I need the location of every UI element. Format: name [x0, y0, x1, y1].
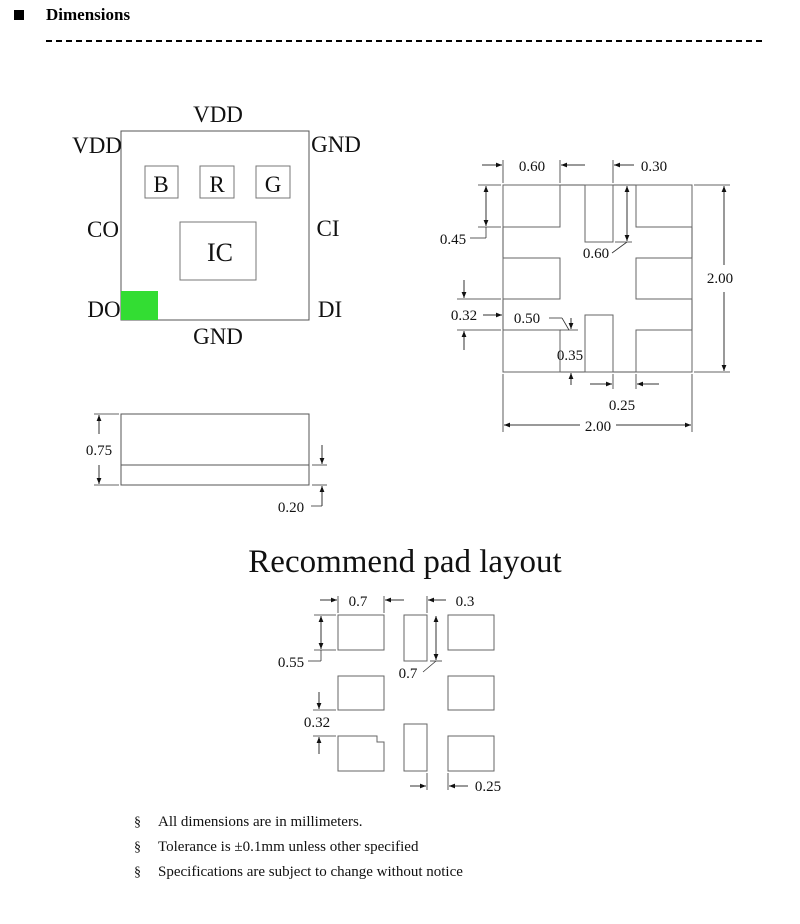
chip-b-box: [144, 165, 179, 199]
pin-gnd-right: GND: [311, 132, 361, 157]
pin-vdd-left: VDD: [72, 133, 122, 158]
pad-3: [447, 614, 495, 651]
bottom-pad-8: [635, 329, 693, 373]
pad-4: [337, 675, 385, 711]
pad-layout: Recommend pad layout 0.7 0.3 0.55 0.7: [248, 544, 561, 795]
chip-r-label: R: [209, 172, 225, 197]
pad-8: [447, 735, 495, 772]
chip-b-label: B: [153, 172, 168, 197]
pad-5: [447, 675, 495, 711]
section-title: Dimensions: [46, 5, 131, 24]
bottom-pad-7: [584, 314, 614, 373]
pad-6-notched: [337, 735, 385, 772]
pad-dim-height-032: 0.32: [304, 715, 330, 731]
dim-width-060: 0.60: [519, 159, 545, 175]
package-outline: [120, 130, 310, 321]
pad-dim-width-03: 0.3: [456, 594, 475, 610]
pin1-marker: [121, 291, 158, 320]
dashed-divider: [46, 40, 762, 42]
pad-dim-height-055: 0.55: [278, 655, 304, 671]
dim-height-060: 0.60: [583, 246, 609, 262]
section-header: Dimensions: [14, 5, 130, 25]
notes-list: § All dimensions are in millimeters. § T…: [134, 810, 463, 885]
dim-height-020: 0.20: [278, 500, 304, 516]
pad-layout-title: Recommend pad layout: [248, 544, 561, 580]
pin-vdd-top: VDD: [193, 102, 243, 127]
bottom-pad-3: [635, 184, 693, 228]
chip-g-label: G: [265, 172, 282, 197]
pin-di: DI: [318, 297, 342, 322]
chip-ic-box: [179, 221, 257, 281]
dim-width-050: 0.50: [514, 311, 540, 327]
dim-width-030: 0.30: [641, 159, 667, 175]
note-item: § Tolerance is ±0.1mm unless other speci…: [134, 835, 463, 860]
note-text: Specifications are subject to change wit…: [158, 864, 463, 880]
chip-g-box: [255, 165, 291, 199]
chip-r-box: [199, 165, 235, 199]
dim-height-200: 2.00: [707, 271, 733, 287]
side-view: 0.75 0.20: [86, 413, 327, 516]
note-item: § Specifications are subject to change w…: [134, 860, 463, 885]
side-outline: [120, 413, 310, 486]
pad-1: [337, 614, 385, 651]
pin-do: DO: [87, 297, 120, 322]
dim-height-035: 0.35: [557, 348, 583, 364]
bottom-pad-6: [502, 329, 561, 373]
bottom-view: 0.60 0.30 0.45 0.60 2.00 0.32 0.50: [440, 159, 733, 435]
note-text: All dimensions are in millimeters.: [158, 814, 363, 830]
pad-7: [403, 723, 428, 772]
bottom-pad-1: [502, 184, 561, 228]
section-sign-icon: §: [134, 839, 141, 855]
pin-co: CO: [87, 217, 119, 242]
dim-height-075: 0.75: [86, 443, 112, 459]
note-text: Tolerance is ±0.1mm unless other specifi…: [158, 839, 419, 855]
bottom-pad-4: [502, 257, 561, 300]
note-item: § All dimensions are in millimeters.: [134, 810, 463, 835]
bottom-outline: [502, 184, 693, 373]
dim-width-025: 0.25: [609, 398, 635, 414]
dim-height-032: 0.32: [451, 308, 477, 324]
top-view: B R G IC VDD VDD GND CO CI DO DI GND: [72, 102, 361, 349]
dim-width-200: 2.00: [585, 419, 611, 435]
bullet-square-icon: [14, 10, 24, 20]
pin-gnd-bottom: GND: [193, 324, 243, 349]
chip-ic-label: IC: [207, 238, 233, 267]
dim-height-045: 0.45: [440, 232, 466, 248]
pad-dim-height-07: 0.7: [399, 666, 418, 682]
pad-dim-width-07: 0.7: [349, 594, 368, 610]
bottom-pad-5: [635, 257, 693, 300]
pad-dim-width-025: 0.25: [475, 779, 501, 795]
pin-ci: CI: [317, 216, 340, 241]
bottom-pad-2: [584, 184, 614, 243]
section-sign-icon: §: [134, 864, 141, 880]
section-sign-icon: §: [134, 814, 141, 830]
pad-2: [403, 614, 428, 662]
